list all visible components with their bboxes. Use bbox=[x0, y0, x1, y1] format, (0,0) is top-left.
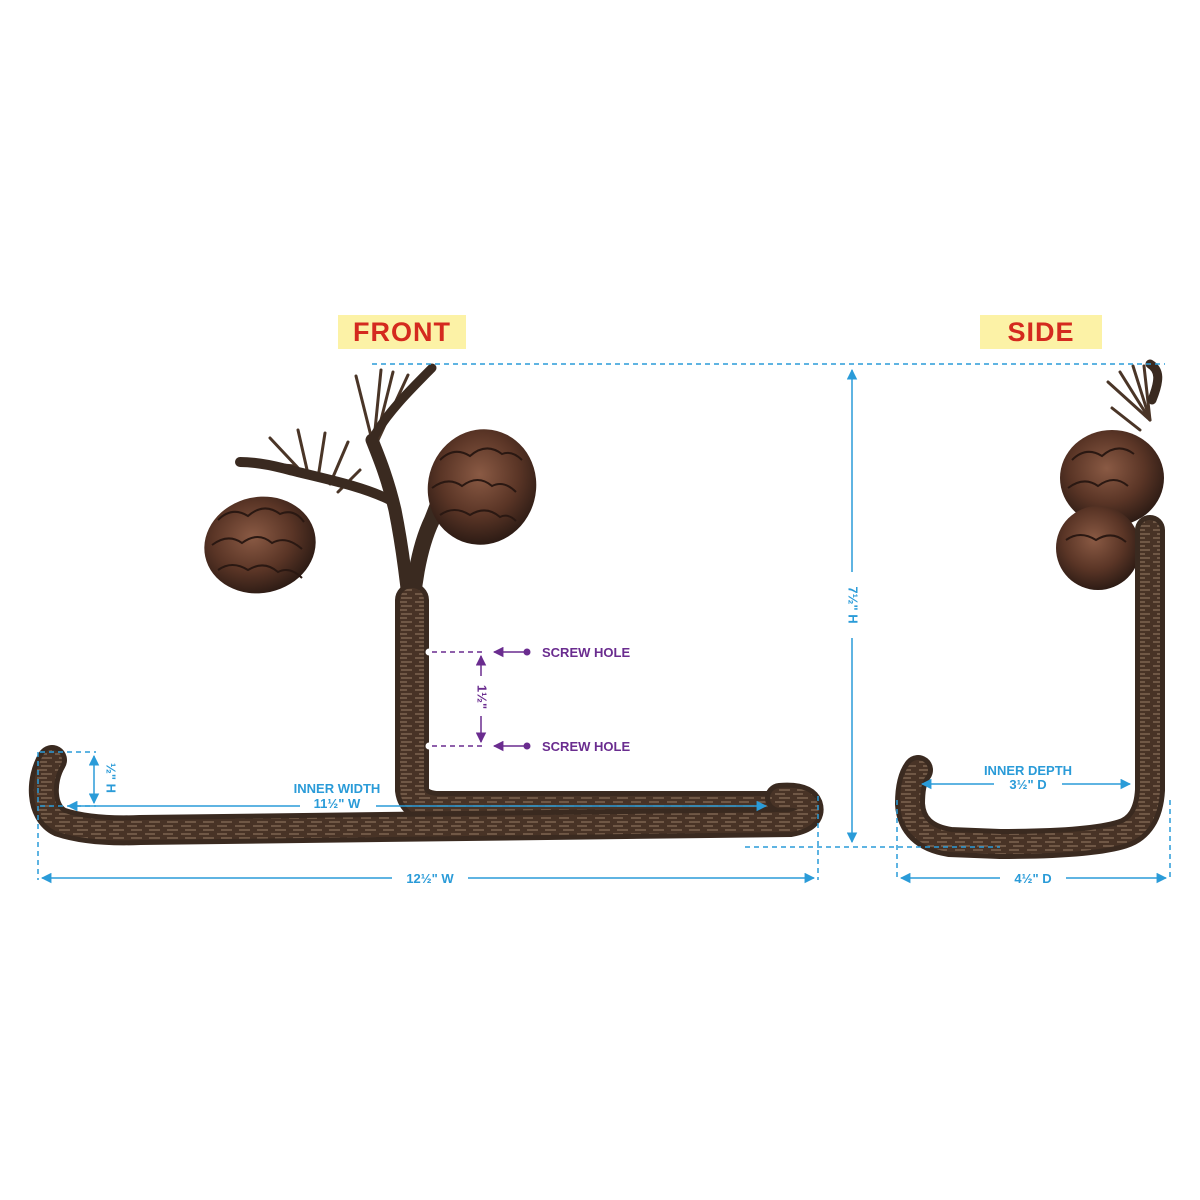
overall-width-label-bg bbox=[392, 870, 468, 886]
callout-dot-bottom bbox=[523, 742, 531, 750]
front-view-label: FRONT bbox=[338, 315, 466, 349]
screw-hole-bottom bbox=[425, 742, 433, 750]
screw-spacing-label: 1½" bbox=[475, 685, 490, 709]
callout-dot-top bbox=[523, 648, 531, 656]
overall-height-label: 7½" H bbox=[846, 586, 861, 623]
pine-cone-right bbox=[427, 429, 537, 545]
screw-hole-top-label: SCREW HOLE bbox=[542, 645, 630, 660]
front-view-product bbox=[28, 363, 824, 846]
inner-depth-value-bg bbox=[994, 776, 1062, 792]
side-view-product bbox=[894, 359, 1165, 860]
screw-hole-top bbox=[425, 648, 433, 656]
pine-cone-left bbox=[204, 496, 316, 594]
hook-height-label: ½" H bbox=[104, 763, 119, 793]
side-pine-needles bbox=[1106, 364, 1152, 432]
overall-depth-label: 4½" D bbox=[1014, 871, 1051, 886]
screw-spacing-bg bbox=[471, 676, 491, 716]
side-pine-cone-bottom bbox=[1056, 506, 1140, 590]
overall-depth-label-bg bbox=[1000, 870, 1066, 886]
side-pine-cone-top bbox=[1060, 430, 1164, 526]
inner-width-title: INNER WIDTH bbox=[294, 781, 381, 796]
height-label-bg bbox=[842, 572, 862, 638]
side-view-label: SIDE bbox=[980, 315, 1102, 349]
inner-depth-value: 3½" D bbox=[1009, 777, 1046, 792]
screw-hole-bottom-label: SCREW HOLE bbox=[542, 739, 630, 754]
inner-depth-title: INNER DEPTH bbox=[984, 763, 1072, 778]
overall-width-label: 12½" W bbox=[406, 871, 454, 886]
inner-width-value: 11½" W bbox=[314, 796, 361, 811]
hook-label-bg bbox=[100, 758, 120, 798]
inner-width-value-bg bbox=[300, 796, 376, 812]
